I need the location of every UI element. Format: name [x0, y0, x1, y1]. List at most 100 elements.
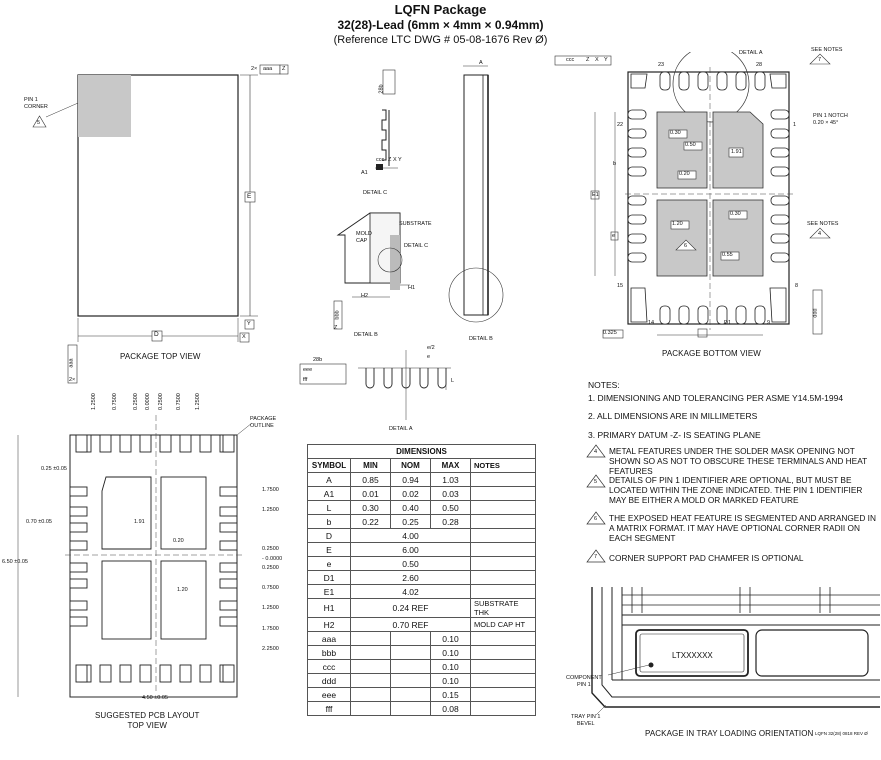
pcb-dim-070: 0.70 ±0.05	[26, 519, 52, 525]
table-cell: 6.00	[350, 542, 471, 557]
detail-a-drawing	[299, 350, 451, 420]
note-3: 3. PRIMARY DATUM -Z- IS SEATING PLANE	[588, 430, 761, 440]
note-7-num: 7	[594, 554, 598, 560]
pcb-pad	[222, 434, 235, 453]
detail-b-h1: H1	[408, 285, 416, 291]
pcb-dim-120: 1.20	[177, 587, 188, 593]
bv-d1: D1	[724, 320, 732, 326]
table-cell: D1	[307, 570, 351, 585]
table-cell: b	[307, 514, 351, 529]
note-6: THE EXPOSED HEAT FEATURE IS SEGMENTED AN…	[609, 513, 876, 543]
pin-1: 1	[793, 122, 797, 128]
note-6-num: 6	[594, 516, 598, 522]
tol-top-aaa: aaa	[263, 66, 273, 72]
bv-e1: E1	[592, 192, 599, 198]
note-1: 1. DIMENSIONING AND TOLERANCING PER ASME…	[588, 393, 844, 403]
datum-x: X	[242, 334, 246, 340]
table-cell: 0.10	[430, 631, 471, 646]
table-cell: 0.70 REF	[350, 617, 471, 632]
pin-28: 28	[756, 62, 763, 68]
pin-14: 14	[648, 320, 655, 326]
note-4: METAL FEATURES UNDER THE SOLDER MASK OPE…	[609, 446, 868, 476]
detail-a-eee: eee	[303, 367, 313, 373]
detail-b-bbb: bbb	[334, 310, 341, 320]
table-header-cell: NOTES	[470, 458, 536, 473]
see-notes-7-num: 7	[818, 57, 822, 63]
pin1-corner-label: PIN 1 CORNER	[24, 97, 48, 110]
detail-b-caption: DETAIL B	[354, 332, 378, 338]
top-view-caption: PACKAGE TOP VIEW	[120, 352, 201, 361]
detail-a-28b: 28b	[313, 357, 323, 363]
pcb-pad	[219, 540, 238, 551]
table-cell	[470, 631, 536, 646]
pin1-notch: PIN 1 NOTCH 0.20 × 45°	[813, 113, 848, 126]
pcb-pad	[69, 486, 88, 497]
table-cell: 0.24 REF	[350, 598, 471, 618]
bv-0325: 0.325	[603, 330, 617, 336]
bottom-detail-a-ref: DETAIL A	[739, 50, 763, 56]
pcb-pad	[219, 578, 238, 589]
table-cell	[470, 500, 536, 515]
table-cell: SUBSTRATE THK	[470, 598, 536, 618]
detail-c-y: Y	[398, 157, 402, 163]
table-cell: fff	[307, 701, 351, 716]
table-cell	[390, 701, 431, 716]
detail-c-x: X	[393, 157, 397, 163]
pcb-right-dim: 0.2500	[262, 546, 279, 552]
table-cell: 0.30	[350, 500, 391, 515]
page-title: LQFN Package	[394, 2, 487, 17]
doc-id: LQFN 32(28) 0818 REV Ø	[815, 731, 868, 736]
detail-b-mold-cap: MOLD CAP	[356, 231, 372, 244]
table-cell	[470, 570, 536, 585]
pcb-right-dim: 0.7500	[262, 585, 279, 591]
pin1-zone	[78, 75, 131, 137]
table-cell	[390, 659, 431, 674]
table-cell: E1	[307, 584, 351, 599]
table-cell: 0.50	[350, 556, 471, 571]
pcb-pad	[99, 664, 112, 683]
bv-e: e	[612, 233, 616, 239]
table-cell: L	[307, 500, 351, 515]
detail-c-28b: 28b	[378, 84, 385, 94]
table-cell: MOLD CAP HT	[470, 617, 536, 632]
package-subtitle: 32(28)-Lead (6mm × 4mm × 0.94mm)	[337, 18, 544, 32]
package-top-view	[32, 64, 289, 384]
tray-component-pin1: COMPONENT PIN 1	[566, 675, 602, 688]
pcb-pkg-outline: PACKAGE OUTLINE	[250, 416, 277, 429]
pcb-pad	[199, 434, 212, 453]
table-cell: ddd	[307, 673, 351, 688]
detail-c-ccc: ccc	[376, 157, 385, 163]
bv-x: X	[595, 57, 599, 63]
table-cell	[470, 486, 536, 501]
detail-b-z: Z	[334, 325, 338, 331]
pcb-pad	[69, 600, 88, 611]
side-view-drawing	[448, 65, 504, 323]
pin-9: 9	[767, 320, 771, 326]
pcb-pad	[99, 434, 112, 453]
table-cell: 0.02	[390, 486, 431, 501]
table-cell	[470, 472, 536, 487]
detail-c-drawing	[375, 69, 398, 170]
table-cell	[470, 584, 536, 599]
pcb-pad	[159, 664, 172, 683]
pcb-top-dim: 0.2500	[133, 393, 139, 410]
pcb-right-dim: 1.7500	[262, 626, 279, 632]
pcb-top-dim: 0.2500	[158, 393, 164, 410]
note-2: 2. ALL DIMENSIONS ARE IN MILLIMETERS	[588, 411, 758, 421]
table-cell: aaa	[307, 631, 351, 646]
detail-b-h2: H2	[361, 293, 369, 299]
detail-a-l: L	[451, 378, 455, 384]
table-cell: 0.25	[390, 514, 431, 529]
table-cell: 0.28	[430, 514, 471, 529]
table-cell	[470, 701, 536, 716]
dim-d-label: D	[154, 331, 159, 338]
pcb-dim-025: 0.25 ±0.05	[41, 466, 67, 472]
